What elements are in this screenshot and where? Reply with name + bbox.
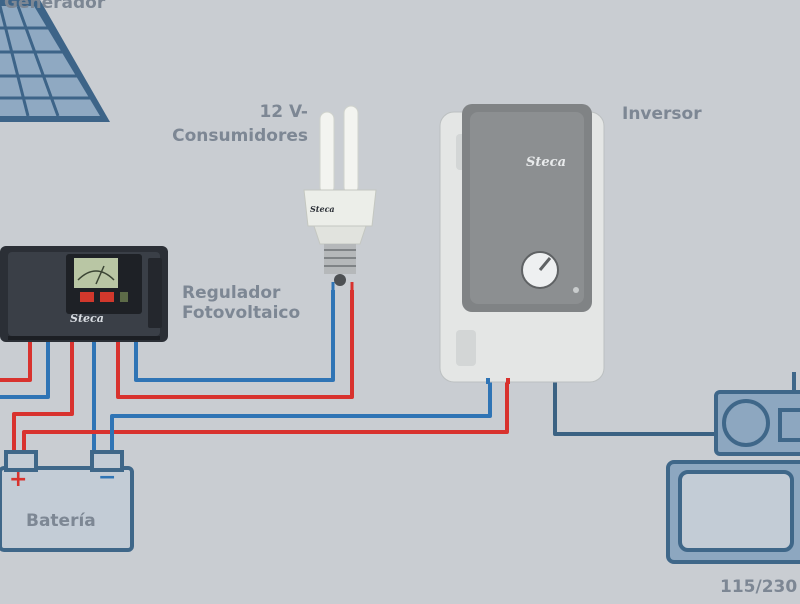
radio-icon [714,372,800,456]
battery-icon: + − [0,450,134,552]
tv-icon [666,460,800,564]
inverter-icon: Steca [439,104,605,384]
cfl-bulb-icon: Steca [303,105,377,292]
wiring [0,290,715,456]
label-consumers-line2: Consumidores [172,126,308,146]
controller-brand: Steca [70,312,104,325]
solar-panel-icon [0,0,110,122]
wire-battery-positive [12,338,74,456]
charge-controller-icon: Steca [0,246,168,342]
battery-negative-sign: − [98,465,116,490]
wire-bulb-negative [134,290,335,382]
label-generator: Generador [4,0,106,13]
wire-inverter-positive [22,378,509,456]
label-regulator-line1: Regulador [182,283,281,303]
label-inverter: Inversor [622,104,702,124]
wire-bulb-positive [116,290,354,399]
label-ac-voltage: 115/230 [720,577,798,597]
wire-panel-negative [0,338,50,399]
inverter-brand: Steca [526,155,566,170]
wire-ac-output [553,378,715,436]
battery-positive-sign: + [9,467,27,492]
label-battery: Batería [26,511,96,531]
bulb-brand: Steca [310,204,335,214]
wire-panel-positive [0,338,32,382]
label-consumers-line1: 12 V- [259,102,308,122]
label-regulator-line2: Fotovoltaico [182,303,301,323]
wire-inverter-negative [110,378,492,456]
